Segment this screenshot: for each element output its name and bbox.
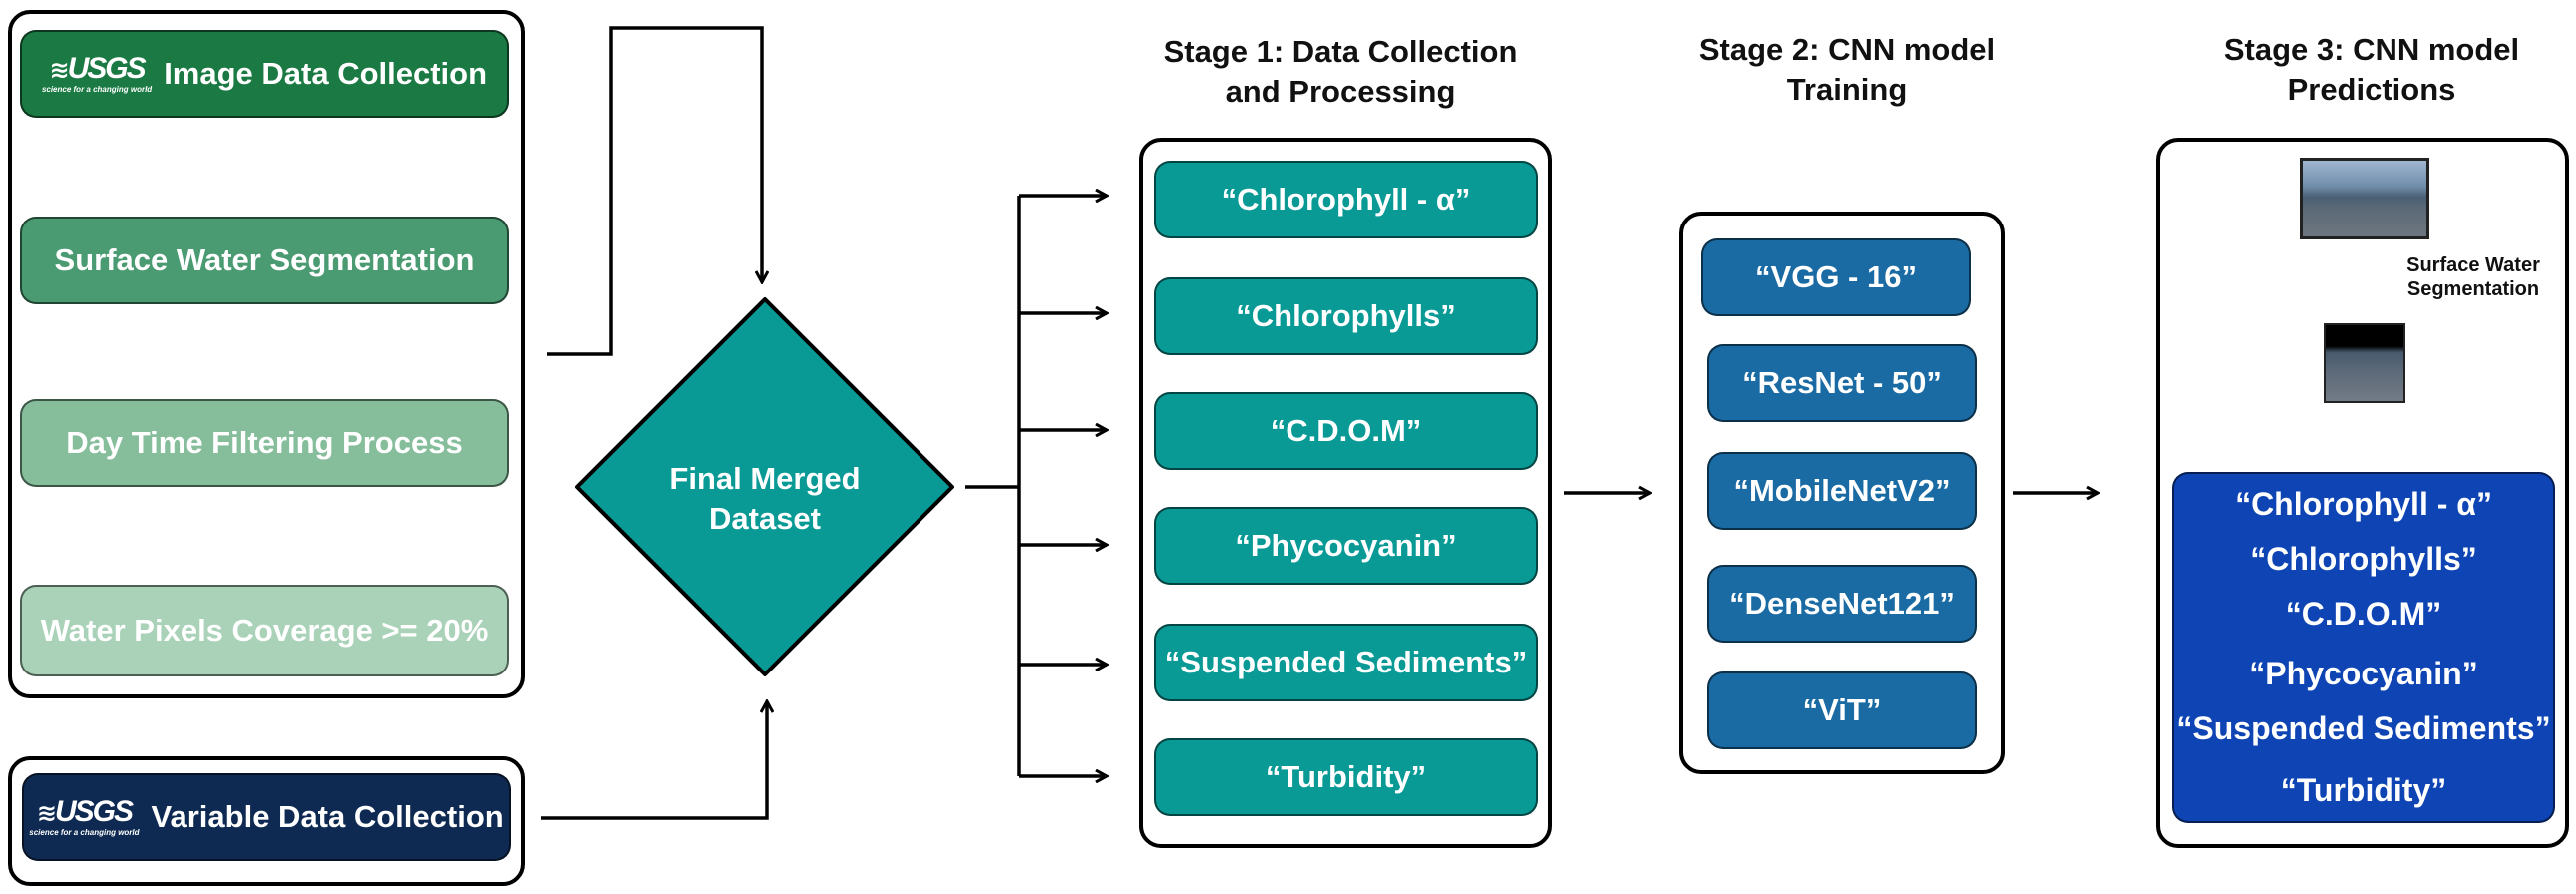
stage3-title-line-1: Stage 3: CNN model bbox=[2223, 32, 2520, 67]
variable-data-collection-box: ≋USGS science for a changing world Varia… bbox=[22, 773, 511, 861]
segmentation-step-label: Surface Water Segmentation bbox=[2384, 253, 2563, 301]
merged-dataset-diamond bbox=[575, 297, 954, 676]
stage2-title-line-1: Stage 2: CNN model bbox=[1698, 32, 1996, 67]
prediction-item: “Turbidity” bbox=[2280, 772, 2447, 808]
water-pixel-coverage-box: Water Pixels Coverage >= 20% bbox=[20, 585, 509, 676]
usgs-logo: ≋USGS science for a changing world bbox=[29, 795, 140, 837]
stage1-title: Stage 1: Data Collection and Processing bbox=[1111, 32, 1570, 112]
stage1-variable-pill: “Phycocyanin” bbox=[1154, 507, 1538, 585]
stage2-title: Stage 2: CNN model Training bbox=[1648, 30, 2046, 110]
stage3-title-line-2: Predictions bbox=[2287, 72, 2456, 107]
stage1-variable-pill: “Chlorophylls” bbox=[1154, 277, 1538, 355]
coverage-label: Water Pixels Coverage >= 20% bbox=[40, 613, 489, 648]
camera-image-thumbnail bbox=[2300, 158, 2429, 239]
stage2-model-pill: “VGG - 16” bbox=[1701, 238, 1971, 316]
stage2-title-line-2: Training bbox=[1786, 72, 1908, 107]
stage1-variable-pill: “Chlorophyll - α” bbox=[1154, 161, 1538, 238]
prediction-item: “Phycocyanin” bbox=[2249, 656, 2478, 691]
stage1-variable-pill: “C.D.O.M” bbox=[1154, 392, 1538, 470]
stage1-panel bbox=[1139, 138, 1552, 848]
merged-dataset-label: Final Merged Dataset bbox=[605, 459, 924, 539]
image-pipeline-panel bbox=[8, 10, 525, 698]
stage2-model-pill: “MobileNetV2” bbox=[1707, 452, 1977, 530]
prediction-item: “Suspended Sediments” bbox=[2176, 710, 2551, 746]
prediction-item: “Chlorophylls” bbox=[2250, 541, 2477, 577]
segmented-image-thumbnail bbox=[2324, 323, 2405, 403]
stage1-variable-pill: “Turbidity” bbox=[1154, 738, 1538, 816]
stage2-model-pill: “ResNet - 50” bbox=[1707, 344, 1977, 422]
seg-label-line-2: Segmentation bbox=[2406, 278, 2540, 300]
stage1-title-line-1: Stage 1: Data Collection bbox=[1163, 34, 1518, 69]
stage3-title: Stage 3: CNN model Predictions bbox=[2172, 30, 2571, 110]
merged-line-2: Dataset bbox=[709, 501, 821, 536]
predictions-box bbox=[2172, 472, 2555, 823]
seg-label-line-1: Surface Water bbox=[2406, 254, 2540, 276]
merged-line-1: Final Merged bbox=[669, 461, 861, 496]
stage2-model-pill: “ViT” bbox=[1707, 671, 1977, 749]
segmentation-label: Surface Water Segmentation bbox=[54, 242, 475, 277]
variable-data-collection-label: Variable Data Collection bbox=[151, 799, 504, 834]
prediction-item: “C.D.O.M” bbox=[2285, 596, 2442, 632]
usgs-logo: ≋USGS science for a changing world bbox=[41, 52, 153, 94]
day-time-filtering-box: Day Time Filtering Process bbox=[20, 399, 509, 487]
image-data-collection-label: Image Data Collection bbox=[164, 56, 488, 91]
image-data-collection-box: ≋USGS science for a changing world Image… bbox=[20, 30, 509, 118]
stage1-variable-pill: “Suspended Sediments” bbox=[1154, 624, 1538, 701]
arrow-variable-panel-to-merged bbox=[541, 701, 767, 820]
prediction-item: “Chlorophyll - α” bbox=[2235, 486, 2492, 522]
surface-water-segmentation-box: Surface Water Segmentation bbox=[20, 217, 509, 304]
arrow-image-panel-to-merged bbox=[547, 26, 762, 356]
filtering-label: Day Time Filtering Process bbox=[66, 425, 463, 460]
stage2-model-pill: “DenseNet121” bbox=[1707, 565, 1977, 643]
stage1-title-line-2: and Processing bbox=[1225, 74, 1456, 109]
